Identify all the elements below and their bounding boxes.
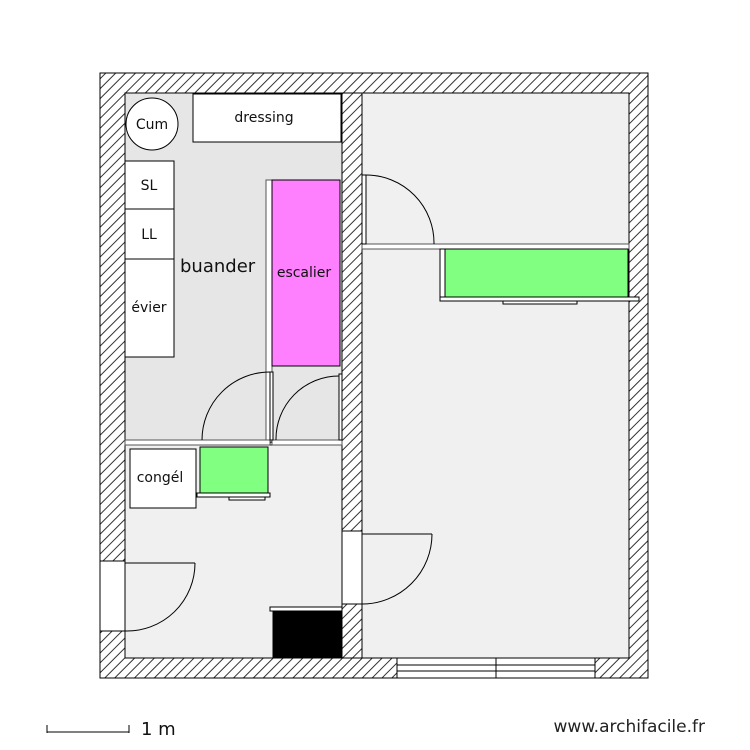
sink-fixture	[124, 258, 175, 358]
cabinet-large-base	[439, 296, 640, 302]
watermark: www.archifacile.fr	[553, 717, 705, 737]
freezer-fixture	[129, 448, 197, 509]
door-central-lower-swing	[361, 533, 433, 605]
cabinet-large-foot	[502, 300, 578, 305]
stairs-label: escalier	[277, 265, 332, 281]
door-exterior-left-frame	[99, 560, 126, 632]
door-stairs-swing	[275, 375, 340, 441]
cabinet-small-foot	[228, 496, 266, 501]
door-right-upper-frame	[361, 174, 367, 245]
sl-label: SL	[141, 178, 158, 194]
door-central-lower-frame	[341, 530, 363, 605]
scale-label: 1 m	[141, 719, 176, 740]
dark-block-frame	[269, 606, 343, 612]
dark-block	[272, 609, 343, 659]
sink-label: évier	[131, 300, 166, 316]
cum-label: Cum	[136, 117, 168, 133]
door-laundry-left-leaf	[269, 371, 274, 441]
cabinet-large-side	[439, 248, 446, 301]
cabinet-small	[199, 446, 269, 494]
sl-fixture	[124, 160, 175, 210]
right-room-floor	[361, 92, 630, 659]
cum-fixture	[125, 97, 179, 151]
freezer-label: congél	[137, 470, 184, 486]
ll-label: LL	[141, 227, 157, 243]
left-partition-wall	[124, 439, 271, 446]
door-exterior-left-swing	[124, 562, 196, 632]
door-right-upper-swing	[365, 174, 435, 245]
right-partition-wall	[361, 243, 630, 250]
left-partition-wall-2	[271, 439, 343, 446]
dressing-fixture	[192, 93, 342, 143]
dressing-label: dressing	[234, 110, 293, 126]
cabinet-large	[444, 248, 629, 298]
door-laundry-left-swing	[201, 371, 271, 441]
cabinet-small-base	[196, 492, 271, 498]
door-stairs-leaf	[338, 373, 343, 441]
stairs-fixture	[271, 179, 341, 367]
laundry-room-label: buander	[180, 256, 256, 277]
